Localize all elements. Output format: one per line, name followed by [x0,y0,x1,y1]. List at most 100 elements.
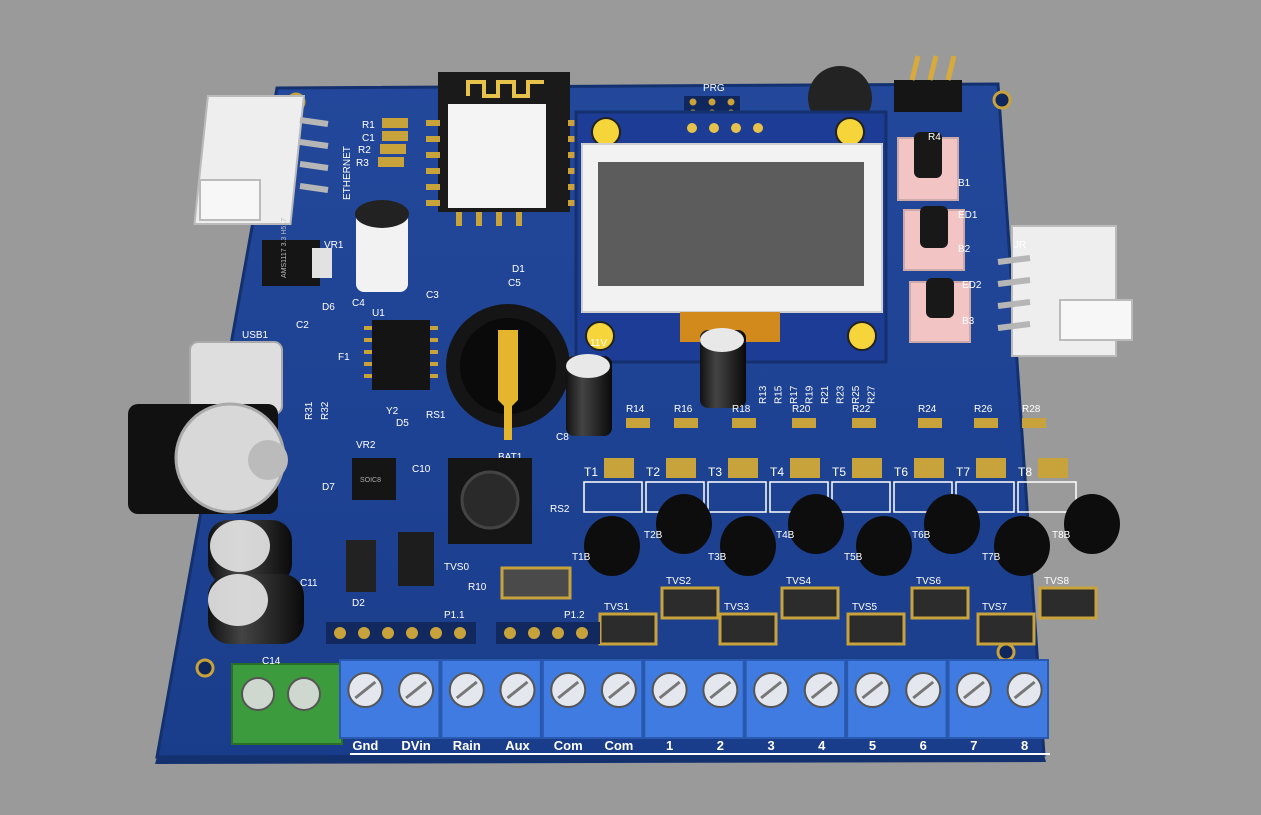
resistor-r20 [792,418,816,428]
resistor-r28 [1022,418,1046,428]
label-r32: R32 [320,401,331,420]
transistor-tab-t6 [914,458,944,478]
transistor-tab-t4 [790,458,820,478]
label-b2: B2 [958,244,971,255]
label-r1: R1 [362,120,375,131]
label-r31: R31 [304,401,315,420]
label-r16: R16 [674,404,693,415]
label-prg: PRG [703,83,725,94]
label-b3: B3 [962,316,975,327]
terminal-slot-10 [810,680,833,700]
label-bat1: BAT1 [498,452,523,463]
label-c10: C10 [412,464,431,475]
dc-power-jack [128,402,288,514]
label-t5b: T5B [844,552,863,563]
label-t1b: T1B [572,552,591,563]
transistor-tab-t1 [604,458,634,478]
label-f1: F1 [338,352,350,363]
terminal-label-8: 2 [717,738,724,753]
label-t7b: T7B [982,552,1001,563]
terminal-slot-13 [962,680,985,700]
push-button-b3[interactable]: B3 ED2 [909,278,982,343]
tvs-tvs5 [846,612,906,646]
label-c8: C8 [556,432,569,443]
ethernet-connector: ETHERNET [193,95,353,225]
label-vr2: VR2 [356,440,376,451]
transistor-tab-t3 [728,458,758,478]
resistor-r26 [974,418,998,428]
label-d7: D7 [322,482,335,493]
label-r21: R21 [820,385,831,404]
label-t7: T7 [956,465,970,479]
terminal-slot-2 [405,680,428,700]
label-r24: R24 [918,404,937,415]
label-tvs4: TVS4 [786,576,811,587]
label-tvs2: TVS2 [666,576,691,587]
terminal-label-10: 4 [818,738,826,753]
label-t2: T2 [646,465,660,479]
tvs-tvs6 [910,586,970,620]
terminal-slot-7 [658,680,681,700]
label-rs1: RS1 [426,410,446,421]
label-r3: R3 [356,158,369,169]
label-r4: R4 [928,132,941,143]
transistor-pad-t1 [583,481,643,513]
terminal-label-4: Aux [505,738,530,753]
label-jr: JR [1014,240,1026,251]
push-button-b1[interactable]: B1 [897,132,971,201]
tactile-button-center[interactable] [448,458,532,544]
transistor-tab-t8 [1038,458,1068,478]
label-r18: R18 [732,404,751,415]
transistor-body-t4b [788,494,844,554]
terminal-blocks[interactable] [339,659,1049,739]
label-y2: Y2 [386,406,399,417]
label-t5: T5 [832,465,846,479]
vr1-chip-marking: AMS1117 3.3 H517 [281,218,288,278]
terminal-slot-1 [354,680,377,700]
label-r19: R19 [805,385,816,404]
resistor-r24 [918,418,942,428]
transistor-pad-t5 [831,481,891,513]
terminal-label-14: 8 [1021,738,1028,753]
transistor-body-t3b [720,516,776,576]
label-tvs8: TVS8 [1044,576,1069,587]
label-t4b: T4B [776,530,795,541]
pcb-board-edge [155,755,1046,764]
label-c14: C14 [262,656,281,667]
capacitor-lcd [700,328,746,408]
resistor-r14 [626,418,650,428]
resistor-r16 [674,418,698,428]
vr2-chip-marking: SOIC8 [360,477,381,484]
label-tvs0: TVS0 [444,562,469,573]
label-t2b: T2B [644,530,663,541]
label-t6b: T6B [912,530,931,541]
transistor-body-t1b [584,516,640,576]
label-t3: T3 [708,465,722,479]
terminal-label-5: Com [554,738,583,753]
label-r28: R28 [1022,404,1041,415]
label-vr1: VR1 [324,240,344,251]
transistor-tab-t2 [666,458,696,478]
label-r27: R27 [867,385,878,404]
capacitor-c11: C11 [208,520,318,644]
label-tvs7: TVS7 [982,602,1007,613]
label-d5: D5 [396,418,409,429]
transistor-pad-t3 [707,481,767,513]
label-t3b: T3B [708,552,727,563]
terminal-slot-6 [607,680,630,700]
terminal-green[interactable]: C14 [231,656,343,745]
label-t4: T4 [770,465,784,479]
push-button-b2[interactable]: B2 ED1 [903,206,978,271]
transistor-body-t8b [1064,494,1120,554]
lcd-display: 11V [574,110,888,364]
label-p1-1: P1.1 [444,610,465,621]
terminal-label-11: 5 [869,738,876,753]
battery-holder-bat1: BAT1 [446,304,570,463]
terminal-slot-4 [506,680,529,700]
capacitor-c8: C8 [556,354,612,443]
label-c2: C2 [296,320,309,331]
